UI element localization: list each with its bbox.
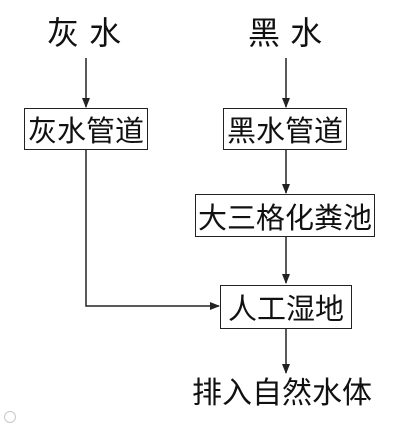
watermark-icon [4, 411, 16, 423]
constructed-wetland-box: 人工湿地 [220, 285, 352, 329]
watermark [4, 411, 18, 423]
grey-water-pipe-box: 灰水管道 [24, 108, 148, 150]
black-water-pipe-box: 黑水管道 [223, 108, 347, 150]
outlet-label: 排入自然水体 [192, 376, 372, 411]
grey-water-label: 灰 水 [47, 14, 122, 52]
edge-grey-pipe-to-wetland [85, 149, 220, 310]
septic-tank-box: 大三格化粪池 [195, 194, 375, 237]
black-water-label: 黑 水 [248, 14, 323, 52]
